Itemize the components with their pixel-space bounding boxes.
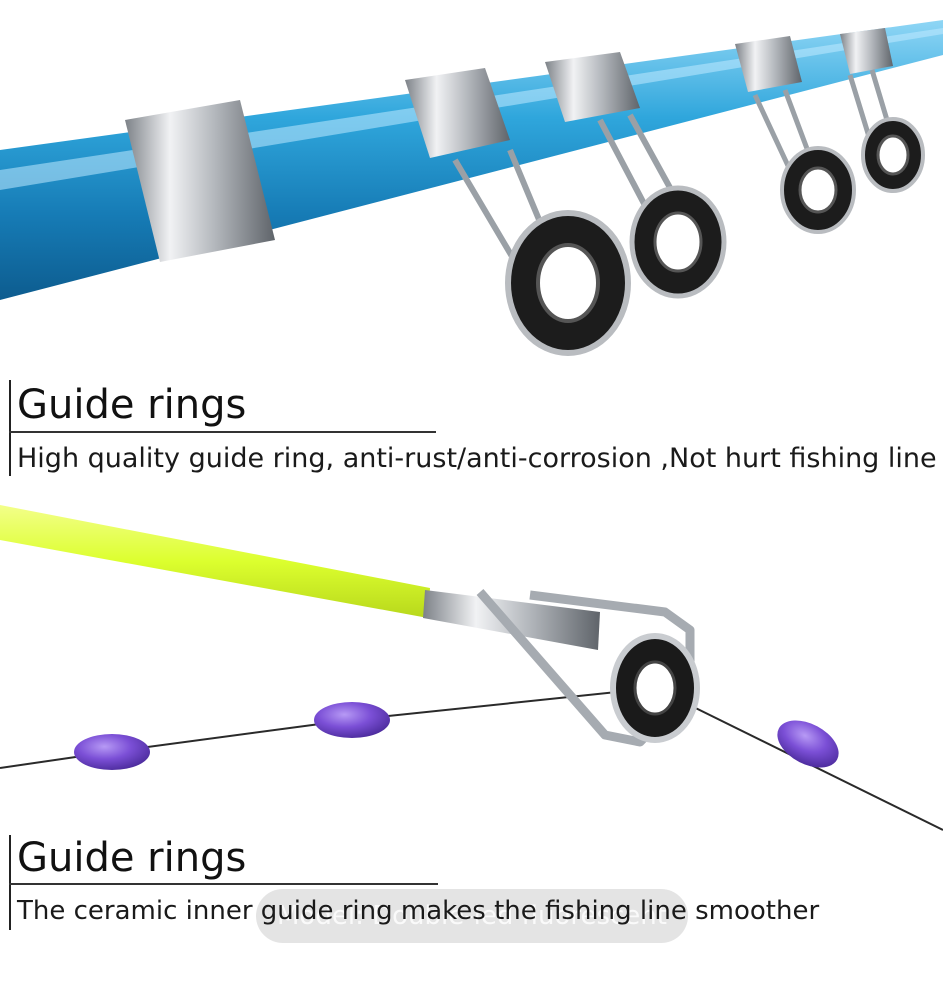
title-accent-bar <box>9 835 11 930</box>
section-1-divider <box>9 431 436 433</box>
float-bead <box>74 734 150 770</box>
section-2-description: The ceramic inner guide ring makes the f… <box>17 896 820 926</box>
section-1-description: High quality guide ring, anti-rust/anti-… <box>17 443 937 474</box>
rod-collar <box>735 36 802 92</box>
rod-collar <box>125 100 275 262</box>
float-bead <box>314 702 390 738</box>
yellow-rod-tip <box>0 505 430 618</box>
section-2-divider <box>9 883 438 885</box>
tip-group <box>0 505 943 831</box>
section-1-title: Guide rings <box>17 382 247 428</box>
section-2-title: Guide rings <box>17 835 247 881</box>
title-accent-bar <box>9 380 11 476</box>
model-caption-overlay: Model: Double-led fluorescent <box>256 889 688 943</box>
rod-collar <box>545 52 640 122</box>
blue-rod-group <box>0 20 943 356</box>
rod-collar <box>840 28 893 74</box>
rod-collar <box>405 68 510 158</box>
tip-sleeve <box>423 590 600 650</box>
float-bead <box>777 720 839 768</box>
